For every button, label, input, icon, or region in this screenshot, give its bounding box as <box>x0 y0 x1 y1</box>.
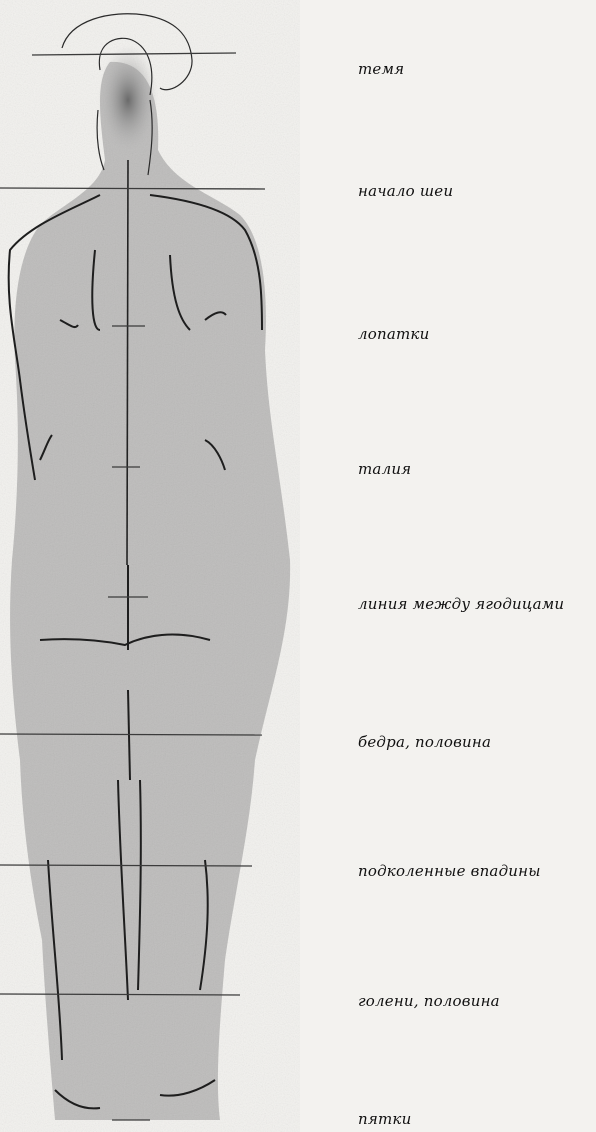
label-crown: темя <box>358 60 404 78</box>
head-shading <box>98 45 158 155</box>
pencil-texture <box>0 0 300 1132</box>
label-knee-hollows: подколенные впадины <box>358 862 541 880</box>
label-waist: талия <box>358 460 411 478</box>
label-shoulder-blades: лопатки <box>358 325 429 343</box>
label-neck-start: начало шеи <box>358 182 453 200</box>
label-shins-half: голени, половина <box>358 992 500 1010</box>
spine-line <box>127 160 128 565</box>
label-heels: пятки <box>358 1110 411 1128</box>
label-gluteal-line: линия между ягодицами <box>358 595 564 613</box>
label-thighs-half: бедра, половина <box>358 733 491 751</box>
